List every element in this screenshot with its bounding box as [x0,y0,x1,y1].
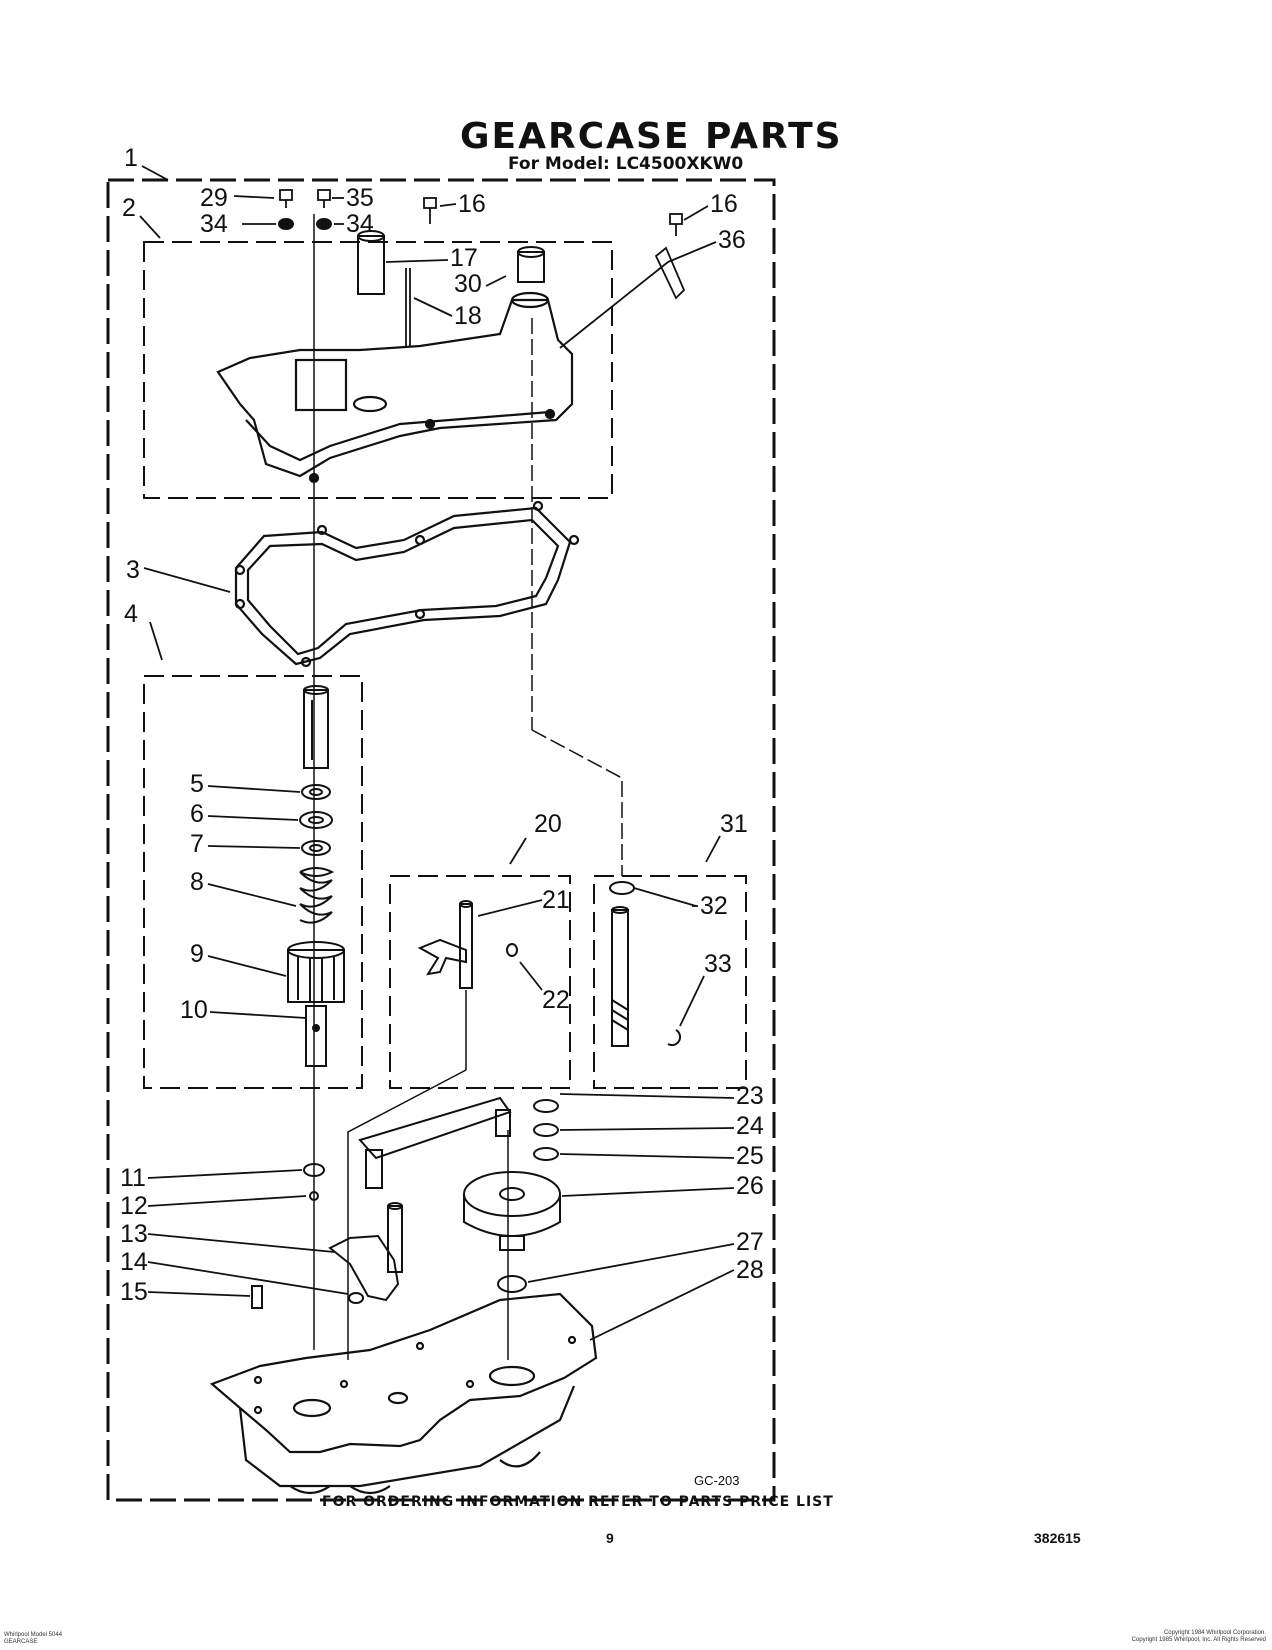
callout-24: 24 [736,1112,764,1140]
callout-17: 17 [450,244,478,272]
drive-link [358,1096,512,1189]
screw-16b [669,213,683,236]
fine-print-left-line: Whirlpool Model 5044 [4,1632,63,1638]
shaft-assembly-box [143,675,363,1089]
callout-32: 32 [700,892,728,920]
washer-34b [316,218,332,230]
callout-1: 1 [124,144,138,172]
pin-18 [405,268,411,346]
washer-34a [278,218,294,230]
shifter-box [389,875,571,1089]
callout-13: 13 [120,1220,148,1248]
callout-labels: 1 2 3 4 5 6 7 8 9 10 11 12 13 14 15 16 1… [120,144,764,1306]
gasket [234,500,580,668]
page-title: GEARCASE PARTS [460,116,843,157]
page-number: 9 [606,1530,614,1546]
gearcase-cover [216,291,574,484]
cover-assembly-box [143,241,613,499]
fine-print-right-line: Copyright 1984 Whirlpool Corporation. [1163,1630,1266,1636]
callout-33: 33 [704,950,732,978]
washer-24 [533,1123,559,1137]
callout-10: 10 [180,996,208,1024]
callout-8: 8 [190,868,204,896]
callout-9: 9 [190,940,204,968]
seal-11 [303,1163,325,1177]
bushing-17 [357,230,385,295]
callout-22: 22 [542,986,570,1014]
callout-18: 18 [454,302,482,330]
pinion-box [593,875,747,1089]
clip-36 [654,246,686,300]
screw-16a [423,197,437,224]
callout-31: 31 [720,810,748,838]
callout-25: 25 [736,1142,764,1170]
pin-14 [348,1292,364,1304]
ordering-footer: FOR ORDERING INFORMATION REFER TO PARTS … [322,1494,834,1510]
fine-print-left: Whirlpool Model 5044 GEARCASE [4,1632,62,1646]
bushing-30 [517,246,545,283]
washer-25 [533,1147,559,1161]
shifter-leader [347,1069,467,1360]
fine-print-right: Copyright 1984 Whirlpool Corporation. Co… [1030,1630,1266,1644]
callout-21: 21 [542,886,570,914]
callout-20: 20 [534,810,562,838]
callout-23: 23 [736,1082,764,1110]
callout-27: 27 [736,1228,764,1256]
drive-gear-26 [463,1171,561,1251]
callout-28: 28 [736,1256,764,1284]
callout-34a: 34 [200,210,228,238]
fine-print-left-line: GEARCASE [4,1639,38,1645]
washer-23 [533,1099,559,1113]
ball-12 [309,1191,319,1201]
assembly-frame [106,178,776,1502]
callout-35: 35 [346,184,374,212]
callout-2: 2 [122,194,136,222]
callout-16b: 16 [710,190,738,218]
fine-print-right-line: Copyright 1985 Whirlpool, Inc. All Right… [1131,1637,1266,1643]
callout-11: 11 [120,1164,146,1192]
document-number: 382615 [1034,1530,1081,1546]
washer-27 [497,1275,527,1293]
callout-30: 30 [454,270,482,298]
callout-12: 12 [120,1192,148,1220]
diagram-code: GC-203 [694,1473,740,1488]
shifter-fork [417,900,518,989]
callout-5: 5 [190,770,204,798]
callout-7: 7 [190,830,204,858]
callout-16a: 16 [458,190,486,218]
model-subtitle: For Model: LC4500XKW0 [508,154,744,174]
leader-lines [139,165,735,1341]
pin-15 [251,1285,263,1309]
callout-3: 3 [126,556,140,584]
pinion-shaft [609,881,682,1047]
callout-15: 15 [120,1278,148,1306]
callout-29: 29 [200,184,228,212]
callout-34b: 34 [346,210,374,238]
crank-13 [328,1202,403,1302]
drive-shaft [287,685,345,1067]
callout-36: 36 [718,226,746,254]
gearcase-base [209,1292,598,1495]
pinion-leader [531,729,623,876]
screw-35 [317,189,331,208]
callout-26: 26 [736,1172,764,1200]
callout-4: 4 [124,600,138,628]
callout-6: 6 [190,800,204,828]
callout-14: 14 [120,1248,148,1276]
screw-29 [279,189,293,208]
